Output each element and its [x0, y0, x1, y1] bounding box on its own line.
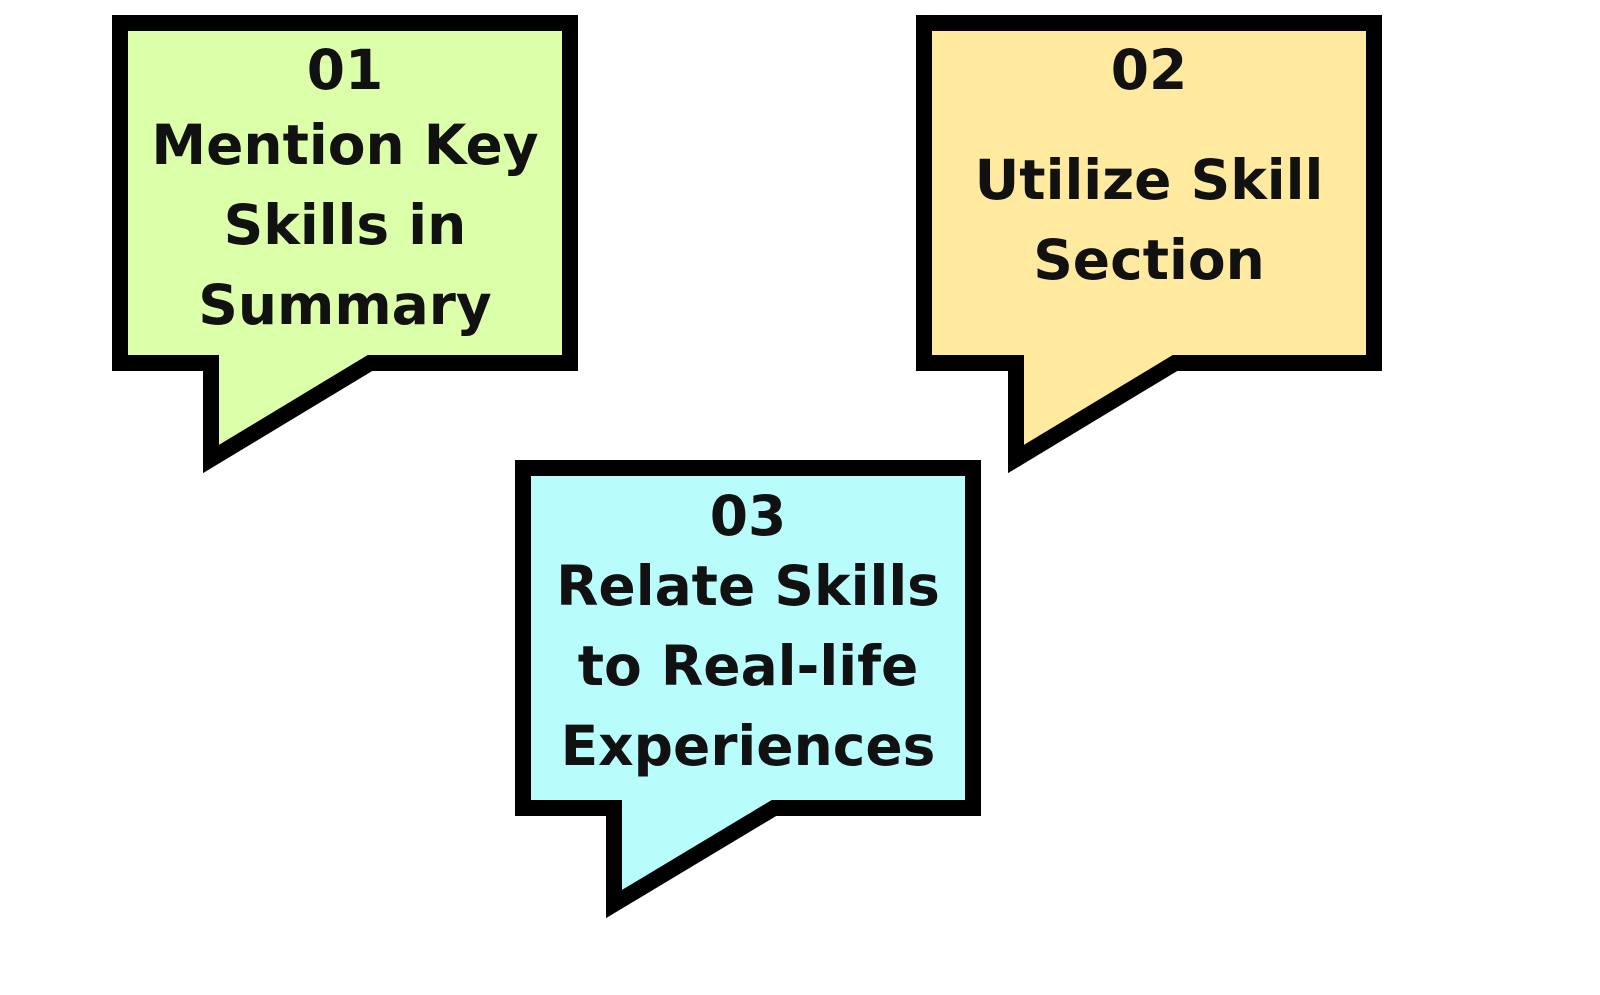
step-03-line-1: Relate Skills [556, 554, 940, 618]
step-03-line-3: Experiences [560, 714, 936, 778]
step-number-03: 03 [709, 484, 787, 548]
step-02-line-2: Section [1033, 228, 1265, 292]
speech-bubble-03-outline [515, 460, 981, 919]
step-01-line-1: Mention Key [151, 113, 539, 177]
speech-bubble-02: 02 Utilize Skill Section [916, 15, 1382, 474]
step-number-02: 02 [1110, 38, 1188, 102]
step-02-line-1: Utilize Skill [974, 148, 1324, 212]
step-01-line-2: Skills in [223, 193, 467, 257]
speech-bubble-01-text: 01 Mention Key Skills in Summary [120, 30, 570, 345]
step-number-01: 01 [306, 38, 384, 102]
speech-bubble-01: 01 Mention Key Skills in Summary [0, 0, 600, 500]
step-03-line-2: to Real-life [577, 634, 919, 698]
step-01-line-3: Summary [198, 273, 492, 337]
speech-bubble-01-shape [112, 15, 578, 474]
speech-bubble-03-text: 03 Relate Skills to Real-life Experience… [523, 476, 973, 786]
speech-bubble-02-shape [916, 15, 1382, 474]
speech-bubble-02-text: 02 Utilize Skill Section [924, 30, 1374, 300]
speech-bubble-01-outline [112, 15, 578, 474]
speech-bubble-02-outline [916, 15, 1382, 474]
